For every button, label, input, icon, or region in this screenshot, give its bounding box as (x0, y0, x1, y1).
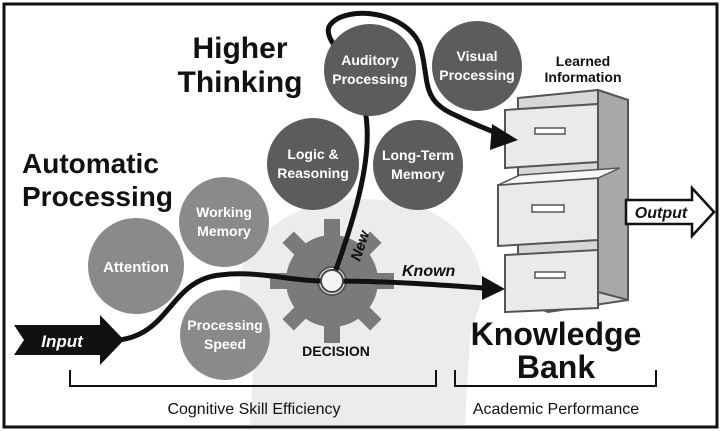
skill-label: Attention (103, 259, 169, 276)
skill-label: Memory (391, 166, 445, 182)
cabinet-drawer-2 (497, 167, 621, 248)
decision-node (320, 269, 344, 293)
flow-path-known (331, 278, 486, 291)
output-arrow: Output (624, 184, 716, 240)
input-label: Input (41, 332, 84, 351)
cabinet-drawer-3 (504, 248, 599, 314)
skill-circle-auditory-processing: Auditory Processing (324, 24, 416, 116)
higher-thinking-heading: Higher (192, 32, 287, 65)
known-label: Known (402, 263, 456, 280)
skill-label: Logic & (287, 146, 338, 162)
learned-information-label: Learned (556, 53, 610, 69)
skill-label: Processing (439, 67, 514, 83)
automatic-processing-heading: Automatic (22, 148, 159, 179)
known-arrowhead (482, 276, 505, 300)
learned-information-label: Information (545, 69, 622, 85)
skill-label: Processing (332, 71, 407, 87)
cognitive-skill-efficiency-label: Cognitive Skill Efficiency (167, 401, 340, 418)
skill-label: Long-Term (382, 147, 454, 163)
skill-label: Auditory (341, 52, 399, 68)
academic-performance-label: Academic Performance (473, 401, 639, 418)
flow-path-main (117, 271, 333, 343)
file-cabinet-icon (497, 88, 629, 314)
knowledge-bank-heading: Knowledge (471, 316, 642, 352)
skill-circle-long-term-memory: Long-Term Memory (373, 120, 463, 210)
bracket-right (454, 370, 657, 387)
skill-circle-processing-speed: Processing Speed (180, 290, 270, 380)
cabinet-drawer-1 (504, 102, 599, 170)
flow-path-new (325, 10, 502, 282)
skill-circle-visual-processing: Visual Processing (432, 21, 522, 111)
skill-circle-working-memory: Working Memory (179, 177, 269, 267)
automatic-processing-heading: Processing (22, 181, 173, 212)
skill-label: Working (196, 204, 252, 220)
bracket-left (69, 370, 437, 387)
skill-circle-logic-reasoning: Logic & Reasoning (267, 118, 359, 210)
decision-label: DECISION (302, 343, 370, 359)
output-label: Output (635, 205, 688, 222)
skill-label: Speed (204, 336, 246, 352)
skill-circle-attention: Attention (88, 218, 184, 314)
input-arrow: Input (14, 315, 124, 365)
new-arrowhead (490, 124, 518, 150)
skill-label: Visual (457, 48, 498, 64)
skill-label: Memory (197, 223, 251, 239)
knowledge-bank-heading: Bank (517, 349, 595, 385)
higher-thinking-heading: Thinking (178, 66, 303, 99)
skill-label: Reasoning (277, 165, 349, 181)
skill-label: Processing (187, 317, 262, 333)
